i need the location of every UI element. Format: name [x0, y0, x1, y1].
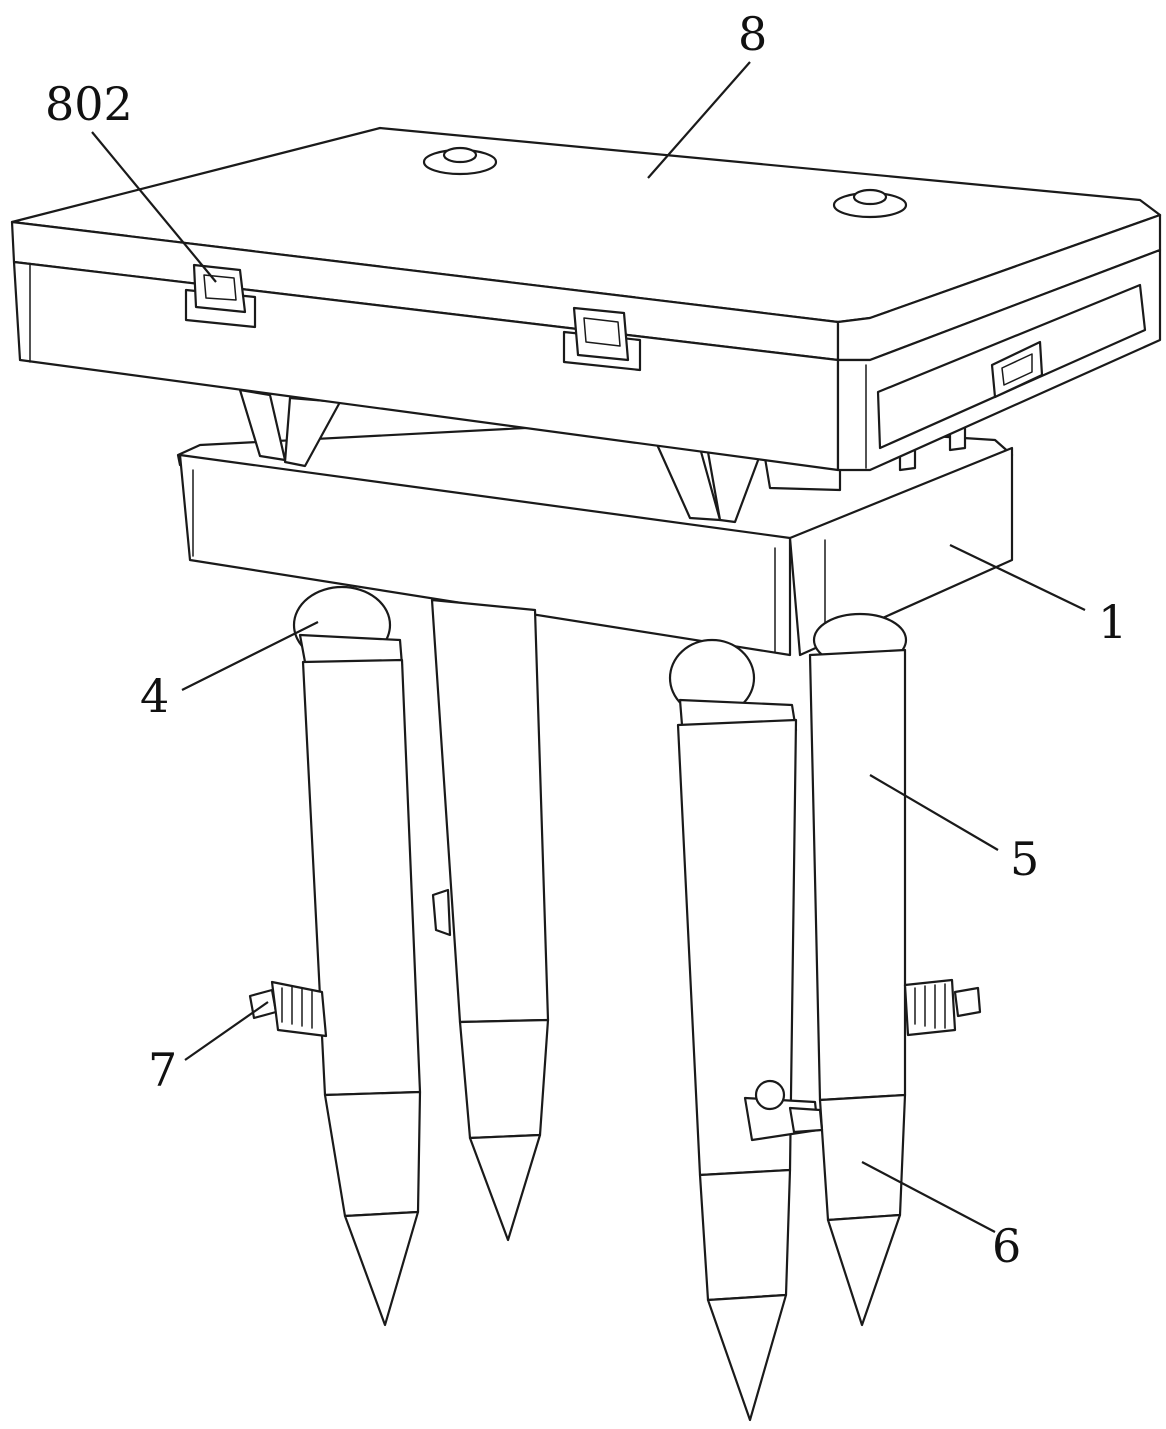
leg-front-left: [292, 585, 422, 1327]
callout-upper-leg: 5: [1010, 832, 1039, 886]
clamp-bolt-center: [743, 1079, 824, 1142]
leader-802: [91, 131, 217, 283]
support-struts: [238, 388, 967, 524]
leader-6: [861, 1161, 996, 1233]
leg-front-right: [668, 638, 798, 1422]
leader-8: [647, 61, 751, 179]
callout-ball-joint: 4: [140, 669, 169, 723]
latch-left: [184, 263, 257, 329]
leader-7: [184, 1001, 269, 1061]
callout-lower-spike: 6: [992, 1219, 1021, 1273]
callout-latch: 802: [45, 77, 133, 131]
callout-enclosure: 8: [738, 7, 767, 61]
leg-back-left: [430, 598, 550, 1242]
leg-back-right: [808, 612, 908, 1327]
enclosure: [10, 126, 1162, 472]
leader-1: [949, 544, 1086, 611]
clamp-bolt-left: [248, 980, 328, 1038]
callout-clamp-bolt: 7: [148, 1043, 177, 1097]
leader-5: [869, 774, 999, 851]
clamp-bolt-right: [903, 978, 982, 1037]
leader-4: [181, 621, 319, 691]
leader-lines: [91, 61, 1086, 1233]
callout-base-frame: 1: [1098, 595, 1127, 649]
latch-center: [562, 306, 642, 372]
